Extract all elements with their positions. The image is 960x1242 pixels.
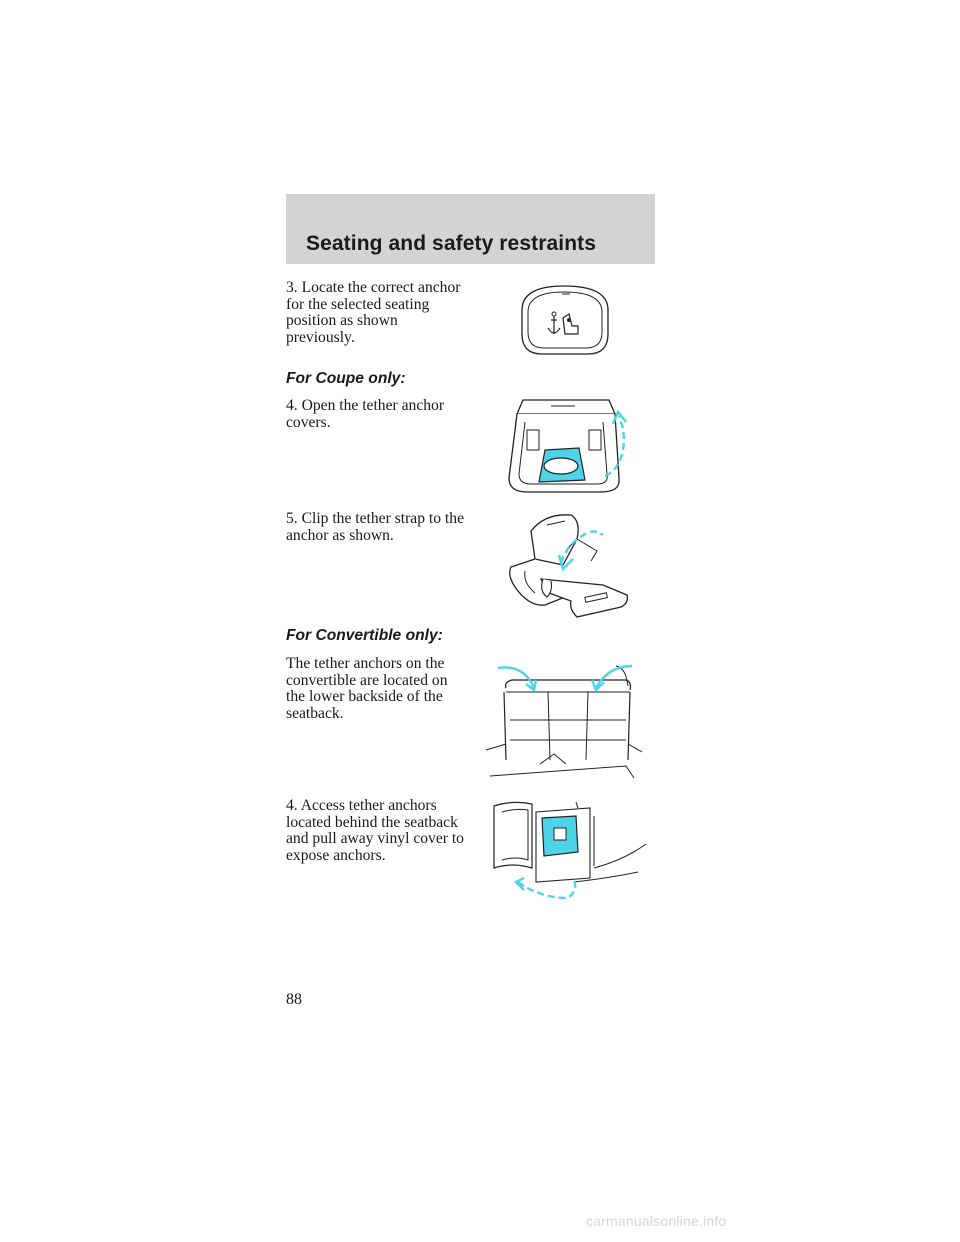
clip-direction-arrow [559, 530, 604, 564]
right-anchor-arrow [594, 664, 633, 689]
tether-strap [539, 578, 629, 618]
page-number: 88 [286, 991, 302, 1008]
step-locate-anchor: 3. Locate the correct anchor for the sel… [286, 279, 461, 347]
pull-away-arrow [517, 879, 577, 900]
anchor-cover-illustration [521, 285, 609, 355]
convertible-only-heading: For Convertible only: [286, 627, 443, 644]
child-seat-symbol-icon [562, 313, 579, 335]
step-open-covers: 4. Open the tether anchor covers. [286, 397, 445, 431]
anchor-symbol-icon [547, 311, 561, 334]
section-title: Seating and safety restraints [306, 232, 596, 255]
step-clip-strap: 5. Clip the tether strap to the anchor a… [286, 510, 464, 544]
convertible-anchor-location: The tether anchors on the convertible ar… [286, 655, 448, 723]
left-anchor-arrow [497, 666, 536, 689]
clip-tether-strap-illustration [509, 514, 629, 618]
step-access-anchors: 4. Access tether anchors located behind … [286, 797, 464, 865]
vinyl-cover-illustration [493, 801, 647, 900]
section-header-band: Seating and safety restraints [286, 194, 655, 264]
open-anchor-cover-illustration [508, 399, 627, 493]
footer-watermark: carmanualsonline.info [586, 1213, 727, 1229]
open-direction-arrow [604, 415, 626, 478]
convertible-seatback-illustration [485, 664, 643, 779]
coupe-only-heading: For Coupe only: [286, 370, 406, 387]
